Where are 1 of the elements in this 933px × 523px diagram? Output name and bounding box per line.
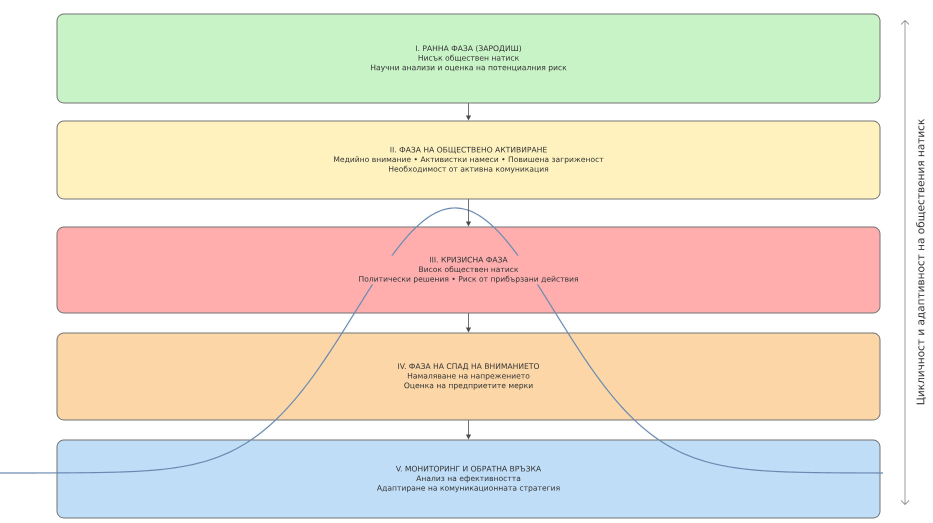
axis-label: Цикличност и адаптивност на обществения натиск: [916, 119, 926, 404]
